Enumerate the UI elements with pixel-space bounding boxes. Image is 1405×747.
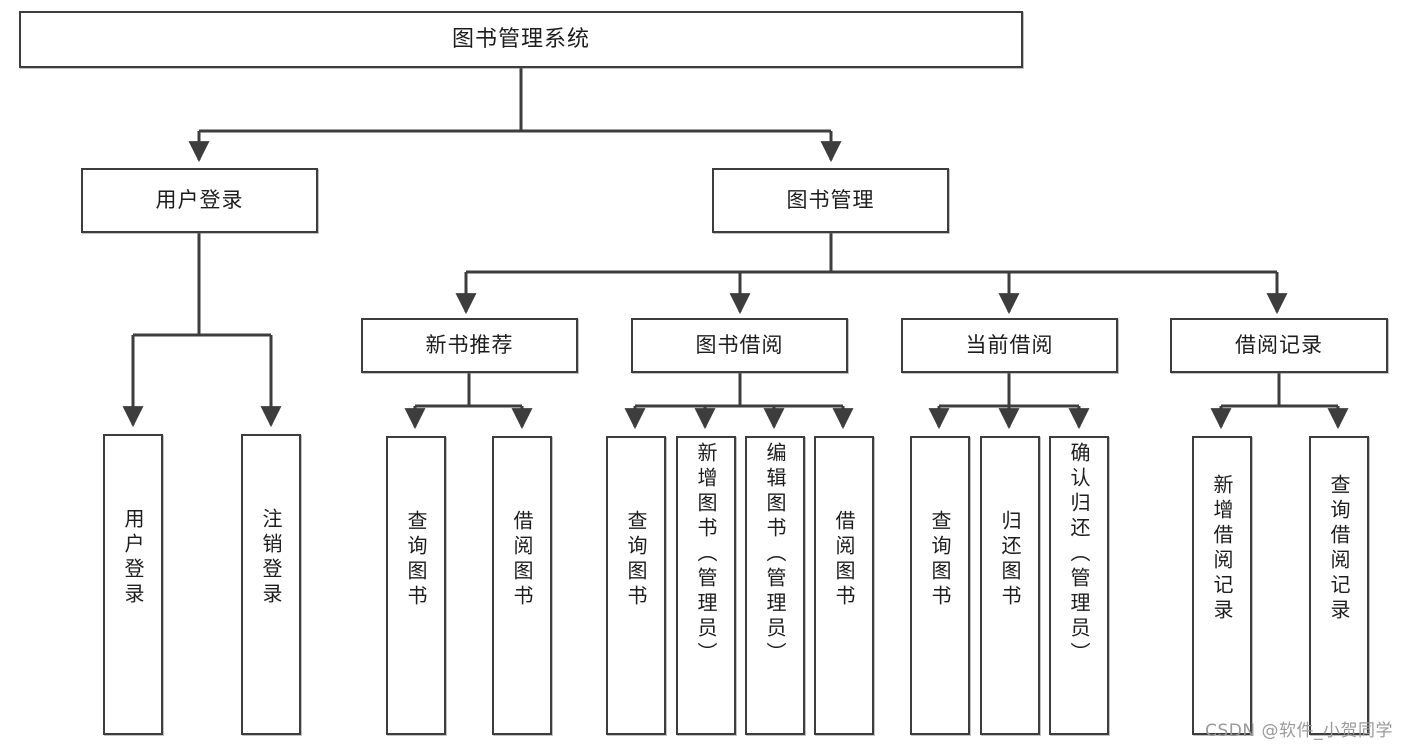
leaf-record-query-record-label: 查询借阅记录: [1327, 474, 1351, 624]
node-book-borrow[interactable]: 图书借阅: [631, 318, 848, 373]
node-user-login-label: 用户登录: [155, 188, 244, 213]
leaf-current-return-book-label: 归还图书: [998, 510, 1022, 610]
leaf-new-book-borrow-label: 借阅图书: [510, 510, 534, 610]
leaf-new-book-query[interactable]: 查询图书: [386, 436, 446, 735]
leaf-borrow-edit-book-admin[interactable]: 编辑图书（管理员）: [745, 436, 805, 735]
leaf-current-confirm-return-admin[interactable]: 确认归还（管理员）: [1049, 436, 1109, 735]
leaf-record-add-record-label: 新增借阅记录: [1210, 474, 1234, 624]
leaf-new-book-query-label: 查询图书: [404, 510, 428, 610]
leaf-current-confirm-return-admin-label: 确认归还（管理员）: [1067, 442, 1091, 667]
node-borrow-record[interactable]: 借阅记录: [1170, 318, 1388, 373]
node-root-label: 图书管理系统: [451, 26, 590, 52]
node-borrow-record-label: 借阅记录: [1235, 333, 1323, 358]
leaf-borrow-borrow-book-label: 借阅图书: [832, 510, 856, 610]
node-book-management-label: 图书管理: [786, 188, 875, 213]
leaf-new-book-borrow[interactable]: 借阅图书: [492, 436, 552, 735]
leaf-record-add-record[interactable]: 新增借阅记录: [1192, 436, 1252, 735]
node-book-borrow-label: 图书借阅: [695, 333, 784, 358]
node-root-book-management-system[interactable]: 图书管理系统: [19, 11, 1023, 68]
leaf-current-query-book-label: 查询图书: [928, 510, 952, 610]
leaf-logout[interactable]: 注销登录: [241, 434, 301, 735]
leaf-borrow-query-book-label: 查询图书: [624, 510, 648, 610]
node-new-book-recommend[interactable]: 新书推荐: [361, 318, 578, 373]
leaf-user-login[interactable]: 用户登录: [103, 434, 163, 735]
leaf-logout-label: 注销登录: [259, 508, 283, 608]
leaf-user-login-label: 用户登录: [121, 508, 145, 608]
node-new-book-recommend-label: 新书推荐: [425, 333, 514, 358]
leaf-borrow-query-book[interactable]: 查询图书: [606, 436, 666, 735]
leaf-borrow-borrow-book[interactable]: 借阅图书: [814, 436, 874, 735]
node-current-borrow-label: 当前借阅: [965, 333, 1054, 358]
leaf-current-return-book[interactable]: 归还图书: [980, 436, 1040, 735]
leaf-borrow-edit-book-admin-label: 编辑图书（管理员）: [763, 442, 787, 667]
leaf-record-query-record[interactable]: 查询借阅记录: [1309, 436, 1369, 735]
leaf-borrow-add-book-admin-label: 新增图书（管理员）: [694, 442, 718, 667]
node-user-login[interactable]: 用户登录: [81, 168, 318, 233]
leaf-current-query-book[interactable]: 查询图书: [910, 436, 970, 735]
node-book-management[interactable]: 图书管理: [712, 168, 949, 233]
node-current-borrow[interactable]: 当前借阅: [901, 318, 1118, 373]
leaf-borrow-add-book-admin[interactable]: 新增图书（管理员）: [676, 436, 736, 735]
